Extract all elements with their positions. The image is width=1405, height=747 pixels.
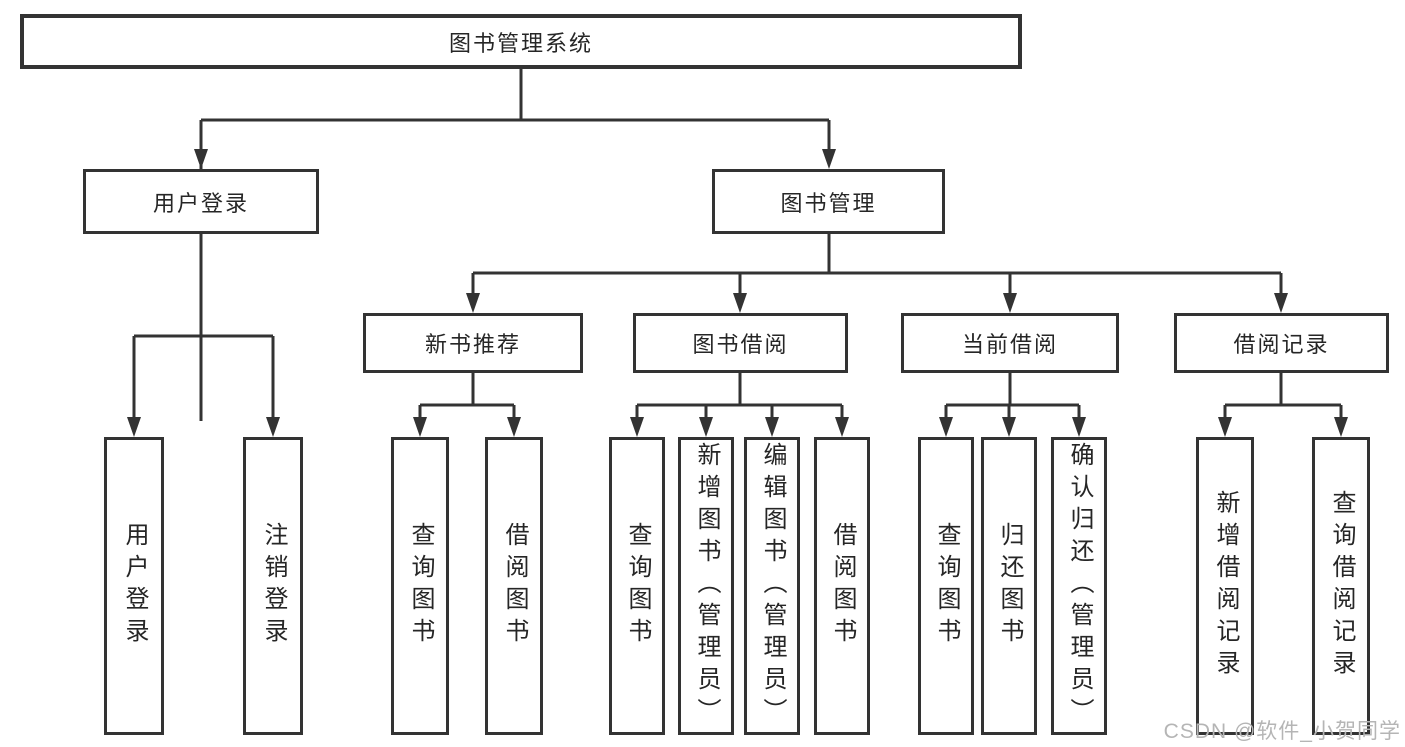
node-book-borrow-label: 图书借阅: [692, 332, 789, 357]
arrowheads: [127, 149, 1348, 437]
leaf-cur-query-books-label: 查询图书: [933, 522, 960, 650]
leaf-rec-query-books: 查询图书: [391, 437, 449, 735]
leaf-bor-edit-books-admin-label: 编辑图书（管理员）: [759, 442, 786, 730]
node-borrow-records-label: 借阅记录: [1233, 332, 1330, 357]
leaf-cur-confirm-return-admin: 确认归还（管理员）: [1051, 437, 1107, 735]
node-book-management: 图书管理: [712, 169, 945, 234]
leaf-bor-add-books-admin: 新增图书（管理员）: [678, 437, 734, 735]
leaf-bor-edit-books-admin: 编辑图书（管理员）: [744, 437, 800, 735]
leaf-rec-query-books-label: 查询图书: [407, 522, 434, 650]
leaf-rcd-add-record: 新增借阅记录: [1196, 437, 1254, 735]
node-user-login-label: 用户登录: [152, 190, 249, 216]
leaf-user-login-label: 用户登录: [121, 522, 148, 650]
csdn-watermark: CSDN @软件_小贺同学: [1163, 720, 1401, 743]
leaf-bor-query-books-label: 查询图书: [624, 522, 651, 650]
leaf-rcd-query-record-label: 查询借阅记录: [1328, 490, 1355, 682]
leaf-rcd-query-record: 查询借阅记录: [1312, 437, 1370, 735]
node-root: 图书管理系统: [20, 14, 1022, 69]
node-new-book-recommend: 新书推荐: [363, 313, 583, 373]
node-user-login: 用户登录: [83, 169, 319, 234]
leaf-user-login: 用户登录: [104, 437, 164, 735]
node-current-borrow-label: 当前借阅: [961, 332, 1058, 357]
leaf-cur-query-books: 查询图书: [918, 437, 974, 735]
node-book-borrow: 图书借阅: [633, 313, 848, 373]
node-borrow-records: 借阅记录: [1174, 313, 1389, 373]
leaf-rcd-add-record-label: 新增借阅记录: [1212, 490, 1239, 682]
leaf-bor-add-books-admin-label: 新增图书（管理员）: [693, 442, 720, 730]
node-current-borrow: 当前借阅: [901, 313, 1119, 373]
leaf-bor-borrow-books: 借阅图书: [814, 437, 870, 735]
node-new-book-recommend-label: 新书推荐: [424, 332, 521, 357]
leaf-cur-return-books: 归还图书: [981, 437, 1037, 735]
leaf-cur-return-books-label: 归还图书: [996, 522, 1023, 650]
leaf-rec-borrow-books: 借阅图书: [485, 437, 543, 735]
leaf-cur-confirm-return-admin-label: 确认归还（管理员）: [1066, 442, 1093, 730]
leaf-bor-query-books: 查询图书: [609, 437, 665, 735]
leaf-rec-borrow-books-label: 借阅图书: [501, 522, 528, 650]
node-book-management-label: 图书管理: [780, 190, 877, 216]
node-root-label: 图书管理系统: [448, 30, 593, 56]
leaf-user-logout: 注销登录: [243, 437, 303, 735]
leaf-user-logout-label: 注销登录: [260, 522, 287, 650]
leaf-bor-borrow-books-label: 借阅图书: [829, 522, 856, 650]
